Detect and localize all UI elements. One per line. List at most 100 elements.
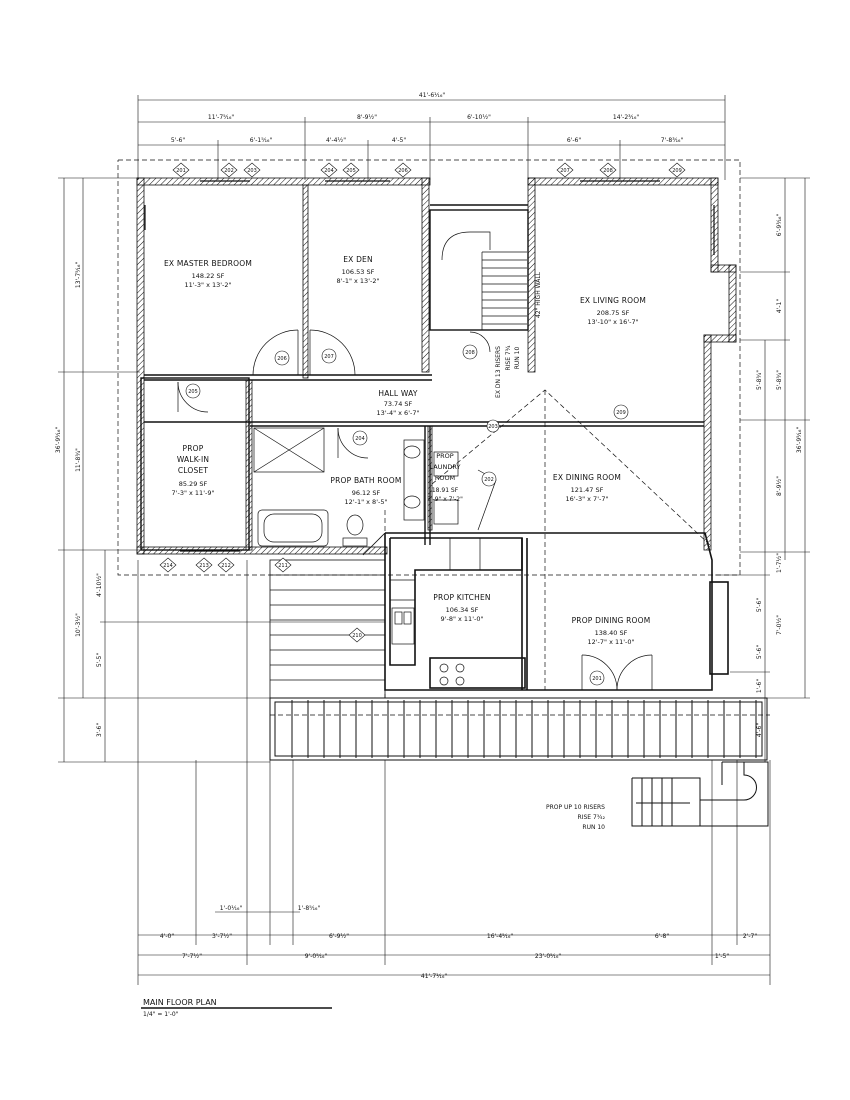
- window-tag-201: 201: [176, 168, 186, 174]
- door-tag-204: 204: [355, 436, 365, 442]
- door-tag-208: 208: [465, 350, 475, 356]
- room-size-hall-way: 13'-4" x 6'-7": [377, 409, 420, 417]
- room-area-bath: 96.12 SF: [352, 489, 381, 497]
- deck: [269, 697, 768, 761]
- drawing-title: MAIN FLOOR PLAN: [143, 998, 217, 1007]
- window-tag-labels: 201 202 203 204 205 206 207 208 209 214 …: [163, 168, 682, 639]
- dim-top-row1-3: 6'-10½": [467, 114, 491, 121]
- room-line2-laundry: LAUNDRY: [430, 463, 461, 471]
- dim-right-row1-1: 6'-9³⁄₁₆": [776, 214, 783, 237]
- dim-bottom-row1-1: 4'-0": [160, 933, 174, 940]
- room-name-master-bedroom: EX MASTER BEDROOM: [164, 259, 252, 268]
- room-size-living-room: 13'-10" x 16'-7": [587, 318, 638, 326]
- dim-right-row1-3: 5'-8¾": [756, 370, 763, 390]
- existing-outline-dashed: [117, 159, 770, 716]
- left-dimension-lines: [58, 177, 385, 763]
- room-area-ex-dining: 121.47 SF: [571, 486, 604, 494]
- door-swings: [177, 329, 653, 691]
- note-stair-down-3: RUN 10: [514, 347, 521, 370]
- window-tag-210: 210: [352, 633, 362, 639]
- room-size-ex-dining: 16'-3" x 7'-7": [566, 495, 609, 503]
- room-area-prop-dining: 138.40 SF: [595, 629, 628, 637]
- plan-notes: 42" HIGH WALL EX DN 13 RISERS RISE 7¾ RU…: [495, 271, 606, 831]
- dim-bottom-row1-5: 6'-8": [655, 933, 669, 940]
- room-area-hall-way: 73.74 SF: [384, 400, 413, 408]
- dim-top-row1-2: 8'-9½": [357, 114, 377, 121]
- dim-bottom-row1-3: 6'-9½": [329, 933, 349, 940]
- dimension-labels: 41'-6¹⁄₁₆" 11'-7⁵⁄₁₆" 8'-9½" 6'-10½" 14'…: [55, 92, 803, 980]
- room-size-prop-dining: 12'-7" x 11'-0": [587, 638, 634, 646]
- window-tag-211: 211: [278, 563, 288, 569]
- dim-right-overall: 36'-9⁵⁄₁₆": [796, 427, 803, 453]
- door-tag-209: 209: [616, 410, 626, 416]
- dim-right-row2-3: 1'-6": [756, 679, 763, 693]
- dim-top-row1-1: 11'-7⁵⁄₁₆": [208, 114, 234, 121]
- door-tag-206: 206: [277, 356, 287, 362]
- title-block: MAIN FLOOR PLAN 1/4" = 1'-0": [141, 998, 332, 1018]
- dim-left-overall: 36'-9⁵⁄₁₆": [55, 427, 62, 453]
- room-labels: EX MASTER BEDROOM 148.22 SF 11'-3" x 13'…: [164, 255, 650, 646]
- window-markers: [144, 180, 715, 552]
- window-tag-208: 208: [603, 168, 613, 174]
- dim-bottom-row1-6: 2'-7": [743, 933, 757, 940]
- dim-bottom-row2-3: 23'-0⁵⁄₁₆": [535, 953, 561, 960]
- dim-top-row2-3: 4'-4½": [326, 137, 346, 144]
- door-tag-labels: 206 207 205 204 208 202 209 201 203: [188, 350, 626, 682]
- door-tag-203: 203: [488, 424, 498, 430]
- dim-bottom-small-2: 1'-8⁵⁄₁₆": [298, 905, 321, 912]
- window-tag-205: 205: [346, 168, 356, 174]
- dim-bottom-row1-2: 3'-7½": [212, 933, 232, 940]
- dim-bottom-small-1: 1'-0¹⁄₁₆": [220, 905, 243, 912]
- window-tag-213: 213: [199, 563, 209, 569]
- dim-left-row1-2: 11'-8¾": [75, 448, 82, 472]
- window-tag-206: 206: [398, 168, 408, 174]
- bath-fixtures: [253, 427, 459, 547]
- door-tag-201: 201: [592, 676, 602, 682]
- dim-bottom-row2-1: 7'-7½": [182, 953, 202, 960]
- room-name-bath: PROP BATH ROOM: [330, 476, 401, 485]
- note-high-wall: 42" HIGH WALL: [535, 271, 542, 318]
- dim-left-row2-2: 5'-5": [96, 653, 103, 667]
- window-tag-203: 203: [247, 168, 257, 174]
- dim-right-row1-5: 8'-9½": [776, 476, 783, 496]
- room-line1-closet: PROP: [183, 444, 204, 453]
- dim-top-row2-5: 6'-6": [567, 137, 581, 144]
- drawing-scale: 1/4" = 1'-0": [143, 1011, 179, 1018]
- room-line3-laundry: ROOM: [435, 474, 455, 482]
- existing-stair: [430, 231, 528, 331]
- note-stair-down-2: RISE 7¾: [505, 345, 512, 370]
- room-line3-closet: CLOSET: [178, 466, 209, 475]
- dim-bottom-row2-4: 1'-5": [715, 953, 729, 960]
- room-size-bath: 12'-1" x 8'-5": [345, 498, 388, 506]
- window-tag-214: 214: [163, 563, 173, 569]
- note-stair-up-1: PROP UP 10 RISERS: [546, 804, 605, 811]
- room-size-master-bedroom: 11'-3" x 13'-2": [184, 281, 231, 289]
- window-tags: [159, 162, 686, 643]
- room-area-closet: 85.29 SF: [179, 480, 208, 488]
- dim-bottom-row1-4: 16'-4⁵⁄₁₆": [487, 933, 513, 940]
- note-stair-down-1: EX DN 13 RISERS: [495, 346, 502, 398]
- dim-top-row2-4: 4'-5": [392, 137, 406, 144]
- dim-left-row2-1: 4'-10½": [96, 573, 103, 597]
- dim-right-row1-4: 5'-8¾": [776, 370, 783, 390]
- room-size-laundry: 3'-9" x 7'-2": [427, 496, 463, 503]
- dim-left-row1-3: 10'-3½": [75, 613, 82, 637]
- dim-top-row2-1: 5'-6": [171, 137, 185, 144]
- dim-top-row1-4: 14'-2³⁄₁₆": [613, 114, 639, 121]
- note-stair-up-3: RUN 10: [582, 824, 605, 831]
- rear-stair-left: [269, 532, 386, 699]
- room-name-living-room: EX LIVING ROOM: [580, 296, 646, 305]
- dim-right-row2-2: 5'-6": [756, 645, 763, 659]
- dim-bottom-overall: 41'-7¹⁄₁₆": [421, 973, 447, 980]
- window-tag-209: 209: [672, 168, 682, 174]
- room-area-living-room: 208.75 SF: [597, 309, 630, 317]
- room-name-kitchen: PROP KITCHEN: [433, 593, 490, 602]
- door-tag-207: 207: [324, 354, 334, 360]
- dim-left-row1-1: 13'-7⁵⁄₁₆": [75, 262, 82, 288]
- room-name-den: EX DEN: [343, 255, 373, 264]
- room-name-prop-dining: PROP DINING ROOM: [572, 616, 651, 625]
- dim-right-row1-8: 4'-6": [756, 723, 763, 737]
- window-tag-212: 212: [221, 563, 231, 569]
- room-area-den: 106.53 SF: [342, 268, 375, 276]
